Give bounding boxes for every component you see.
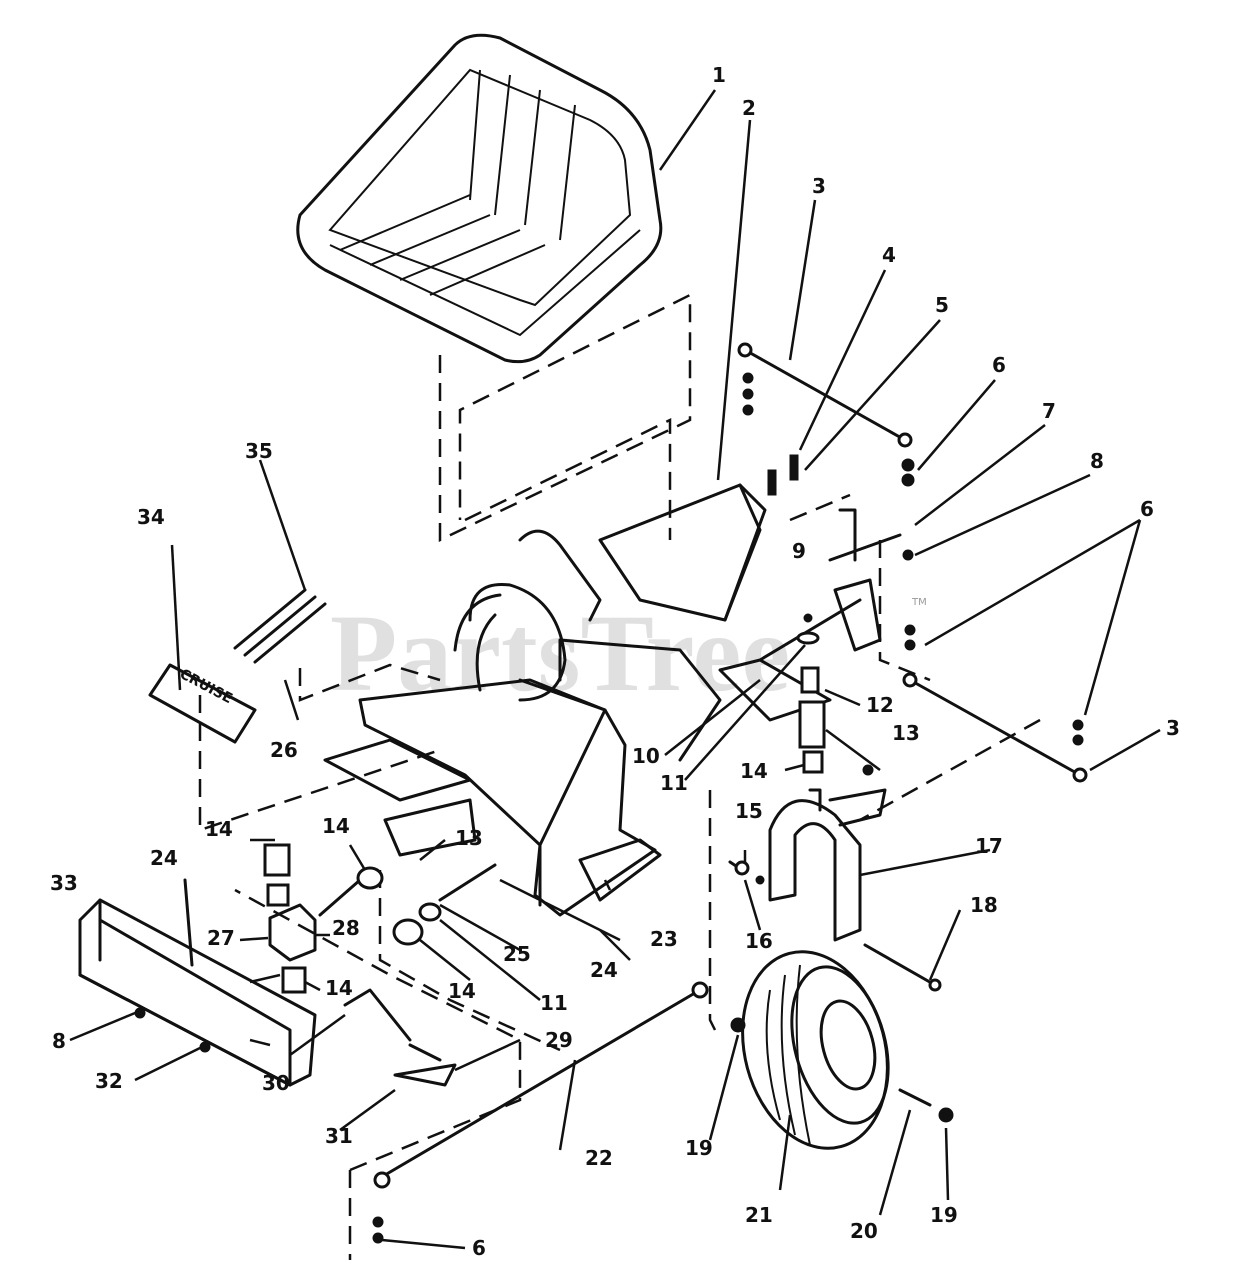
spindle-bushings-part bbox=[798, 666, 826, 774]
callout-1: 1 bbox=[712, 63, 726, 87]
callout-18: 18 bbox=[970, 893, 998, 917]
callout-24: 24 bbox=[590, 958, 618, 982]
callout-14: 14 bbox=[740, 759, 768, 783]
decal-strips-part bbox=[233, 588, 327, 664]
callout-9: 9 bbox=[792, 539, 806, 563]
callout-21: 21 bbox=[745, 1203, 773, 1227]
bolt-hardware-part bbox=[767, 454, 915, 561]
callout-22: 22 bbox=[585, 1146, 613, 1170]
axle-bushings-part bbox=[356, 863, 497, 946]
callout-17: 17 bbox=[975, 834, 1003, 858]
callout-13: 13 bbox=[892, 721, 920, 745]
callout-6: 6 bbox=[992, 353, 1006, 377]
callout-14: 14 bbox=[325, 976, 353, 1000]
callout-13: 13 bbox=[455, 826, 483, 850]
nameplate-text: CRUISE bbox=[177, 666, 235, 707]
callout-33: 33 bbox=[50, 871, 78, 895]
callout-11: 11 bbox=[660, 771, 688, 795]
callout-34: 34 bbox=[137, 505, 165, 529]
axle-bolt-part bbox=[863, 943, 942, 992]
callout-25: 25 bbox=[503, 942, 531, 966]
callout-29: 29 bbox=[545, 1028, 573, 1052]
callout-14: 14 bbox=[205, 817, 233, 841]
drag-link-part bbox=[372, 981, 709, 1244]
callout-labels: 1 2 3 3 4 5 6 6 6 7 8 8 9 10 11 11 12 13… bbox=[50, 63, 1180, 1260]
callout-14: 14 bbox=[448, 979, 476, 1003]
caster-fork-part bbox=[768, 764, 887, 942]
leader-lines bbox=[69, 89, 1161, 1250]
fork-bolt-part bbox=[728, 860, 765, 885]
callout-16: 16 bbox=[745, 929, 773, 953]
callout-30: 30 bbox=[262, 1071, 290, 1095]
latch-part bbox=[343, 988, 457, 1087]
callout-10: 10 bbox=[632, 744, 660, 768]
callout-14: 14 bbox=[322, 814, 350, 838]
callout-27: 27 bbox=[207, 926, 235, 950]
callout-8: 8 bbox=[1090, 449, 1104, 473]
callout-11: 11 bbox=[540, 991, 568, 1015]
callout-8: 8 bbox=[52, 1029, 66, 1053]
callout-15: 15 bbox=[735, 799, 763, 823]
nameplate-decal-part: CRUISE bbox=[148, 663, 257, 744]
callout-24: 24 bbox=[150, 846, 178, 870]
wheel-hardware-part bbox=[730, 1017, 954, 1123]
callout-26: 26 bbox=[270, 738, 298, 762]
callout-6: 6 bbox=[472, 1236, 486, 1260]
callout-2: 2 bbox=[742, 96, 756, 120]
callout-28: 28 bbox=[332, 916, 360, 940]
callout-23: 23 bbox=[650, 927, 678, 951]
callout-7: 7 bbox=[1042, 399, 1056, 423]
callout-3: 3 bbox=[1166, 716, 1180, 740]
pivot-block-part bbox=[183, 843, 362, 994]
callout-12: 12 bbox=[866, 693, 894, 717]
assembly-dashed-lines bbox=[198, 292, 1041, 1260]
callout-20: 20 bbox=[850, 1219, 878, 1243]
callout-5: 5 bbox=[935, 293, 949, 317]
tie-rod-lower-part bbox=[902, 624, 1088, 783]
watermark-trademark: TM bbox=[911, 597, 927, 608]
callout-31: 31 bbox=[325, 1124, 353, 1148]
front-bumper-part bbox=[78, 898, 317, 1087]
front-wheel-part bbox=[741, 950, 890, 1150]
callout-3: 3 bbox=[812, 174, 826, 198]
frame-part bbox=[323, 483, 767, 917]
callout-6: 6 bbox=[1140, 497, 1154, 521]
callout-19: 19 bbox=[685, 1136, 713, 1160]
callout-4: 4 bbox=[882, 243, 896, 267]
callout-19: 19 bbox=[930, 1203, 958, 1227]
callout-35: 35 bbox=[245, 439, 273, 463]
seat-part bbox=[296, 33, 663, 364]
callout-32: 32 bbox=[95, 1069, 123, 1093]
spindle-arm-part bbox=[718, 508, 902, 722]
